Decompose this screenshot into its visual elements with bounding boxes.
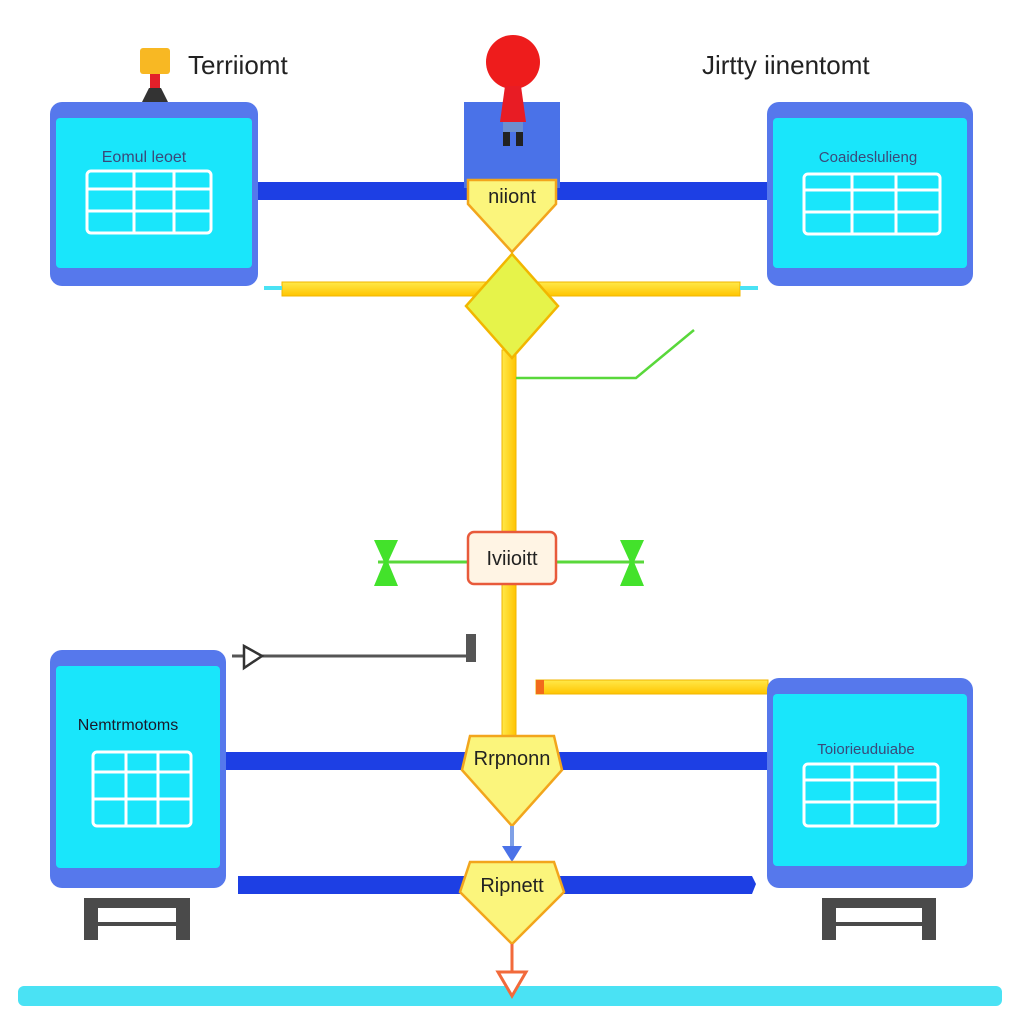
panel-bottom-left-label: Nemtrmotoms xyxy=(78,717,178,734)
baseline-bar xyxy=(18,986,1002,1006)
node-lower-label: Rrpnonn xyxy=(474,748,551,770)
arrow-line xyxy=(232,634,476,671)
panel-top-left-label: Eomul leoet xyxy=(102,149,187,166)
panel-top-right-label: Coaideslulieng xyxy=(819,149,917,166)
bowtie-icon xyxy=(374,540,398,586)
user-icon xyxy=(140,48,170,102)
table-icon xyxy=(85,169,213,235)
decision-diamond[interactable] xyxy=(464,252,560,360)
bowtie-icon xyxy=(620,540,644,586)
panel-top-left[interactable]: Eomul leoet xyxy=(50,102,258,286)
table-icon xyxy=(91,750,193,828)
stand-icon xyxy=(84,898,190,940)
arrow-icon xyxy=(495,970,529,999)
header-right-label: Jirtty iinentomt xyxy=(702,50,870,80)
panel-bottom-right[interactable]: Toiorieuduiabe xyxy=(767,678,973,888)
node-lower[interactable]: Rrpnonn xyxy=(460,734,564,828)
node-top-label: niiont xyxy=(488,186,536,208)
header-left-label: Terriiomt xyxy=(188,50,288,80)
node-middle-label: Iviioitt xyxy=(486,548,538,570)
panel-bottom-left[interactable]: Nemtrmotoms xyxy=(50,650,226,888)
stand-icon xyxy=(822,898,936,940)
green-branch xyxy=(516,329,695,380)
table-icon xyxy=(802,172,942,236)
arrow-icon xyxy=(502,846,522,862)
node-top[interactable]: niiont xyxy=(466,178,558,254)
person-icon xyxy=(486,35,540,146)
node-bottom-label: Ripnett xyxy=(480,875,544,897)
panel-bottom-right-label: Toiorieuduiabe xyxy=(817,741,915,758)
panel-top-right[interactable]: Coaideslulieng xyxy=(767,102,973,286)
table-icon xyxy=(802,762,940,828)
node-middle[interactable]: Iviioitt xyxy=(466,530,558,586)
yellow-bar-lower xyxy=(535,679,769,695)
node-bottom[interactable]: Ripnett xyxy=(458,860,566,946)
